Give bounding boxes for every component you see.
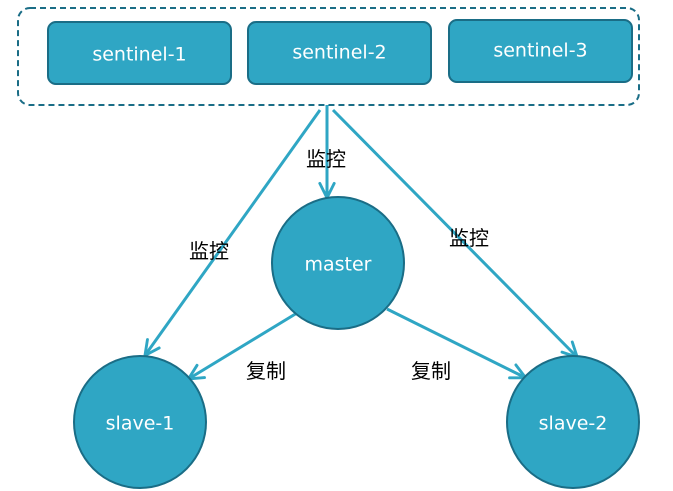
monitor-label-right: 监控 [449,226,489,250]
master-label: master [304,254,371,276]
replicate-label-left: 复制 [246,359,286,383]
replicate-arrow-slave-2 [386,307,528,380]
sentinel-3-label: sentinel-3 [493,40,587,62]
replicate-arrow-slave-1 [187,311,298,381]
replicate-label-right: 复制 [411,359,451,383]
slave-2-node[interactable]: slave-2 [506,355,640,489]
monitor-label-left: 监控 [189,239,229,263]
slave-2-label: slave-2 [539,413,608,435]
monitor-arrow-slave-1 [143,109,322,357]
slave-1-node[interactable]: slave-1 [73,355,207,489]
monitor-label-center: 监控 [306,147,346,171]
sentinel-1-node[interactable]: sentinel-1 [47,21,232,85]
master-node[interactable]: master [271,196,405,330]
sentinel-2-label: sentinel-2 [292,42,386,64]
monitor-arrow-slave-2 [331,108,579,359]
sentinel-2-node[interactable]: sentinel-2 [247,21,432,85]
slave-1-label: slave-1 [106,413,175,435]
sentinel-3-node[interactable]: sentinel-3 [448,19,633,83]
sentinel-1-label: sentinel-1 [92,44,186,66]
